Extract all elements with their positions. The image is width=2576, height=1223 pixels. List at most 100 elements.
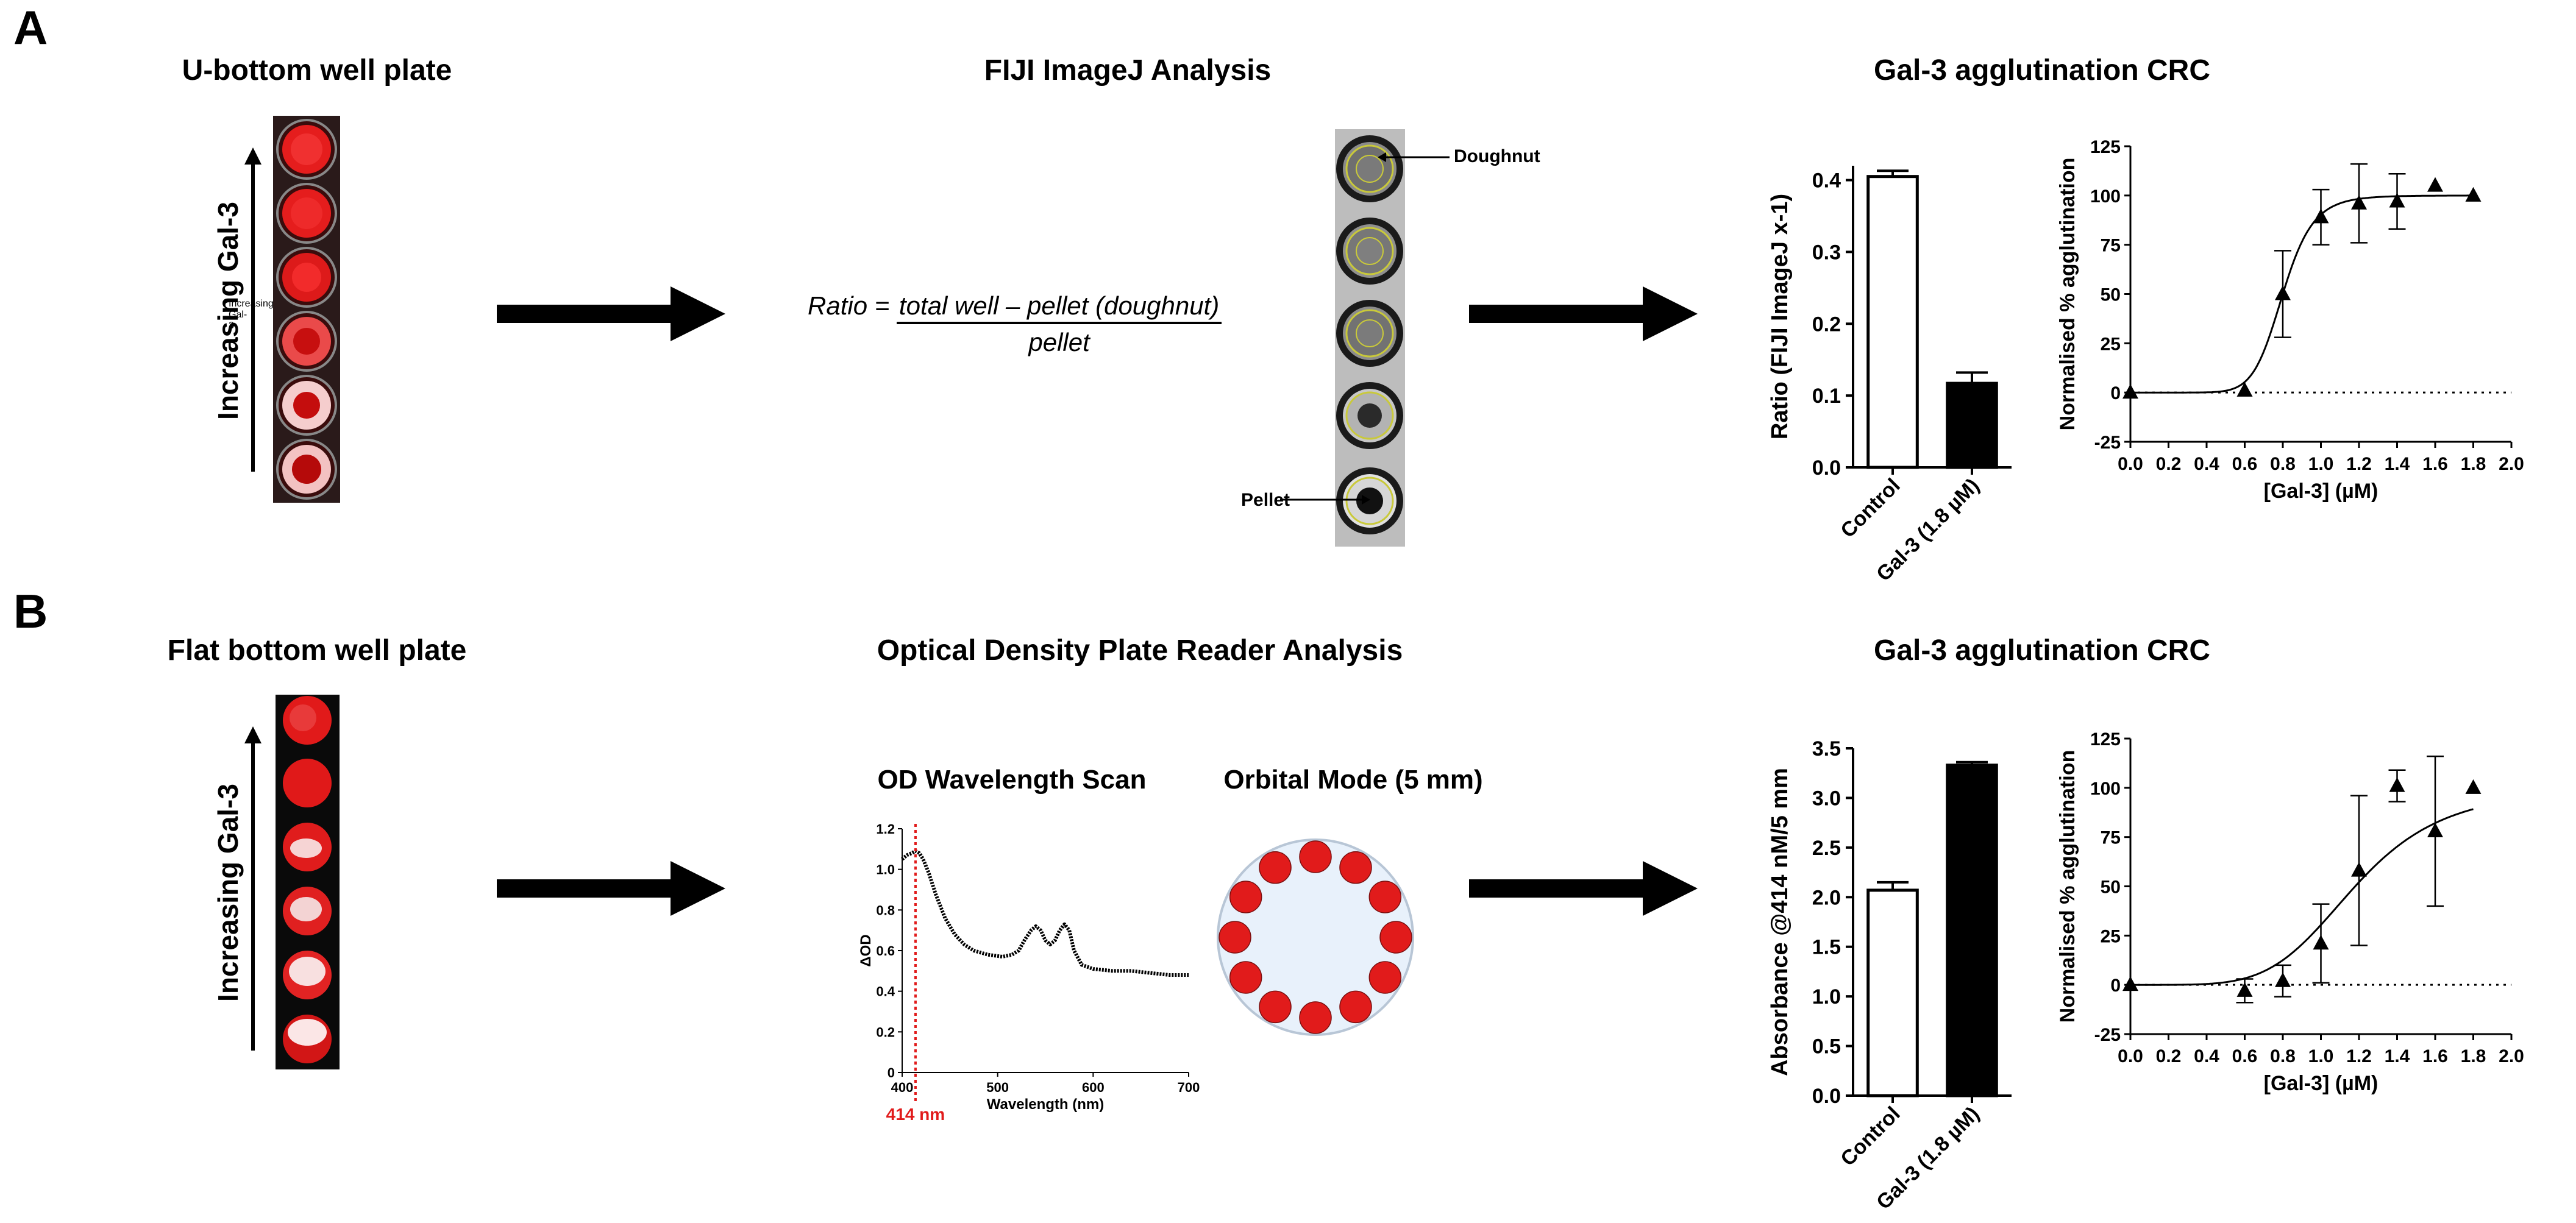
- x-tick-label: 0.6: [2232, 1046, 2258, 1066]
- orbital-read-point: [1339, 990, 1372, 1024]
- imagej-well-3: [1336, 300, 1403, 367]
- y-axis-label: Normalised % agglutination: [2056, 158, 2079, 431]
- x-tick-label: 700: [1178, 1080, 1200, 1095]
- flow-arrow-b1: [497, 861, 725, 916]
- flow-arrow-a2: [1469, 286, 1698, 341]
- flat-bottom-well-strip: [276, 695, 340, 1069]
- analysis-title-a: FIJI ImageJ Analysis: [984, 54, 1272, 87]
- x-tick-label: 1.6: [2422, 454, 2448, 474]
- u-bottom-well-strip: [273, 116, 340, 503]
- gradient-labels: Increasing Gal-3 Increasing Gal-3: [212, 202, 244, 1002]
- x-tick-label: 2.0: [2499, 454, 2524, 474]
- y-tick-label: 0.3: [1812, 241, 1841, 264]
- x-tick-label: 0.4: [2194, 454, 2219, 474]
- gradient-arrow-a: [244, 147, 262, 472]
- flat-well-1: [283, 696, 332, 745]
- y-tick-label: 0: [2110, 383, 2121, 403]
- imagej-well-2: [1336, 218, 1403, 285]
- flat-well-5: [283, 951, 332, 999]
- bar: [1946, 764, 1998, 1097]
- y-tick-label: 125: [2090, 137, 2121, 157]
- y-tick-label: 0: [2110, 976, 2121, 996]
- data-point: [2465, 779, 2482, 794]
- orbital-read-point: [1219, 921, 1251, 954]
- x-axis-label: [Gal-3] (µM): [2264, 480, 2379, 503]
- y-axis-label: Absorbance @414 nM/5 mm: [1767, 768, 1793, 1076]
- x-tick-label: 1.0: [2308, 1046, 2334, 1066]
- y-tick-label: 0.6: [876, 943, 895, 959]
- doughnut-label: Doughnut: [1454, 146, 1540, 166]
- well-2: [276, 183, 337, 244]
- bar: [1946, 381, 1998, 469]
- data-point: [2122, 976, 2138, 991]
- y-tick-label: 0.5: [1812, 1035, 1841, 1058]
- flow-arrow-a1: [497, 286, 725, 341]
- orbital-read-point: [1368, 881, 1402, 913]
- doughnut-pointer: [1378, 152, 1450, 162]
- y-tick-label: 0.0: [1812, 456, 1841, 480]
- orbital-read-point: [1299, 840, 1332, 873]
- x-tick-label: 0.4: [2194, 1046, 2219, 1066]
- x-tick-label: 0.0: [2118, 454, 2143, 474]
- x-tick-label: 0.8: [2270, 1046, 2296, 1066]
- data-point: [2389, 193, 2405, 208]
- data-point: [2313, 935, 2329, 950]
- well-1: [276, 119, 337, 180]
- y-tick-label: 50: [2101, 285, 2121, 305]
- y-tick-label: -25: [2094, 1025, 2121, 1045]
- well-3: [276, 247, 337, 308]
- y-tick-label: 1.0: [1812, 985, 1841, 1009]
- x-tick-label: 600: [1082, 1080, 1105, 1095]
- od-scan-line: [901, 849, 1189, 977]
- x-tick-label: 1.4: [2385, 1046, 2410, 1066]
- orbital-read-point: [1259, 851, 1292, 884]
- y-tick-label: 75: [2101, 828, 2121, 848]
- y-tick-label: 100: [2090, 186, 2121, 207]
- x-tick-label: 400: [891, 1080, 914, 1095]
- data-point: [2275, 972, 2291, 987]
- y-tick-label: -25: [2094, 433, 2121, 453]
- ratio-formula: Ratio = total well – pellet (doughnut) p…: [808, 291, 1222, 357]
- data-point: [2275, 285, 2291, 300]
- y-tick-label: 25: [2101, 334, 2121, 354]
- y-tick-label: 0.4: [1812, 169, 1841, 193]
- data-point: [2427, 822, 2443, 837]
- x-tick-label: 1.8: [2461, 454, 2486, 474]
- data-point: [2389, 777, 2405, 792]
- well-4: [276, 311, 337, 372]
- pellet-label: Pellet: [1241, 490, 1290, 510]
- panel-b-letter: B: [13, 584, 48, 638]
- y-tick-label: 0.4: [876, 984, 895, 999]
- y-tick-label: 1.0: [876, 862, 895, 877]
- plate-title-a: U-bottom well plate: [182, 54, 452, 87]
- y-tick-label: 100: [2090, 779, 2121, 799]
- x-axis-label: Wavelength (nm): [987, 1096, 1104, 1113]
- formula-numerator: total well – pellet (doughnut): [896, 291, 1222, 324]
- y-tick-label: 0.8: [876, 902, 895, 918]
- 414-nm-marker-label: 414 nm: [886, 1105, 945, 1124]
- plate-title-b: Flat bottom well plate: [167, 634, 467, 667]
- orbital-read-point: [1259, 990, 1292, 1024]
- x-tick-label: 1.2: [2346, 1046, 2372, 1066]
- gradient-arrow-b: [244, 726, 262, 1051]
- y-tick-label: 0.0: [1812, 1085, 1841, 1108]
- fit-curve: [2130, 808, 2474, 986]
- y-tick-label: 2.0: [1812, 886, 1841, 909]
- y-tick-label: 1.2: [876, 821, 895, 837]
- orbital-well: [1217, 838, 1414, 1036]
- x-tick-label: 0.6: [2232, 454, 2258, 474]
- panel-a-letter: A: [13, 1, 48, 54]
- bar: [1866, 175, 1919, 469]
- y-tick-label: 25: [2101, 926, 2121, 946]
- flat-well-2: [283, 759, 332, 807]
- category-label: Control: [1836, 1102, 1904, 1171]
- y-tick-label: 125: [2090, 729, 2121, 750]
- orbital-read-point: [1379, 921, 1412, 954]
- x-tick-label: 1.4: [2385, 454, 2410, 474]
- data-point: [2122, 384, 2138, 399]
- orbital-read-point: [1229, 961, 1262, 994]
